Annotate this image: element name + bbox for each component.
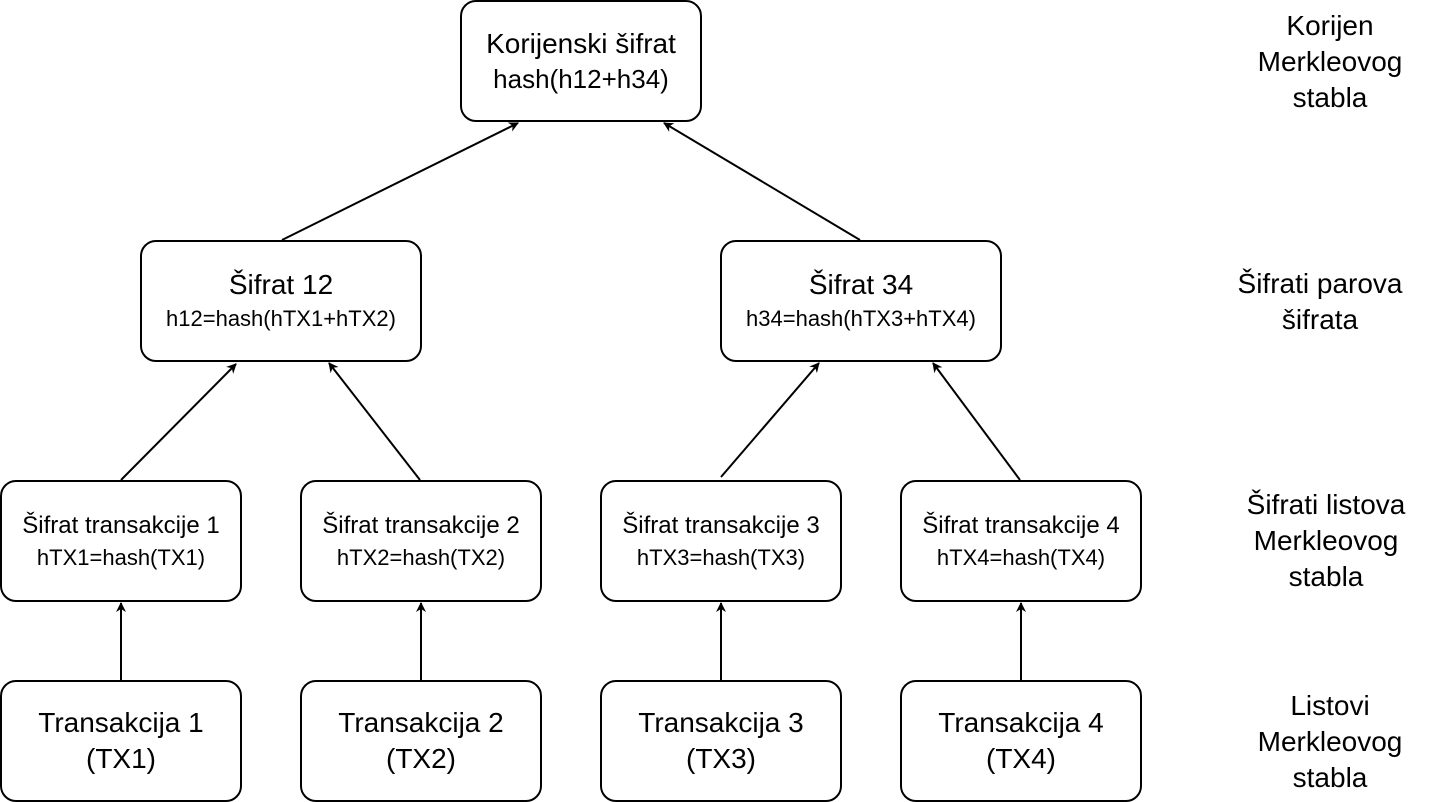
level-label-root: Korijen Merkleovog stabla xyxy=(1257,10,1403,113)
leaf-title: Šifrat transakcije 1 xyxy=(22,512,220,539)
edge-pair12-root xyxy=(281,122,519,241)
tx-node-3: Transakcija 3 (TX3) xyxy=(600,680,842,802)
leaf-formula: hTX2=hash(TX2) xyxy=(336,545,506,570)
tx-title: Transakcija 4 xyxy=(938,707,1104,738)
leaf-formula: hTX1=hash(TX1) xyxy=(36,545,206,570)
edge-leaf3-pair34 xyxy=(720,362,820,478)
leaf-title: Šifrat transakcije 2 xyxy=(322,512,520,539)
level-label-leaves: Šifrati listova Merkleovog stabla xyxy=(1246,489,1406,592)
leaf-title: Šifrat transakcije 4 xyxy=(922,512,1120,539)
leaf-node-1: Šifrat transakcije 1 hTX1=hash(TX1) xyxy=(0,480,242,602)
edge-leaf2-pair12 xyxy=(328,362,421,481)
pair-title: Šifrat 34 xyxy=(808,269,914,300)
leaf-formula: hTX4=hash(TX4) xyxy=(936,545,1106,570)
leaf-node-3: Šifrat transakcije 3 hTX3=hash(TX3) xyxy=(600,480,842,602)
leaf-title: Šifrat transakcije 3 xyxy=(622,512,820,539)
pair-title: Šifrat 12 xyxy=(228,269,334,300)
pair-formula: h12=hash(hTX1+hTX2) xyxy=(166,306,396,331)
tx-code: (TX1) xyxy=(86,743,156,774)
edge-leaf1-pair12 xyxy=(120,363,237,481)
level-label-pairs: Šifrati parova šifrata xyxy=(1237,268,1403,335)
tx-code: (TX3) xyxy=(686,743,756,774)
pair-formula: h34=hash(hTX3+hTX4) xyxy=(746,306,976,331)
tx-title: Transakcija 3 xyxy=(638,707,804,738)
leaf-node-2: Šifrat transakcije 2 hTX2=hash(TX2) xyxy=(300,480,542,602)
leaf-node-4: Šifrat transakcije 4 hTX4=hash(TX4) xyxy=(900,480,1142,602)
root-formula: hash(h12+h34) xyxy=(493,64,669,94)
tx-node-4: Transakcija 4 (TX4) xyxy=(900,680,1142,802)
pair-node-34: Šifrat 34 h34=hash(hTX3+hTX4) xyxy=(720,240,1002,362)
edge-pair34-root xyxy=(663,122,861,241)
root-title: Korijenski šifrat xyxy=(486,28,676,59)
tx-node-2: Transakcija 2 (TX2) xyxy=(300,680,542,802)
level-label-transactions: Listovi Merkleovog stabla xyxy=(1257,690,1403,793)
tx-node-1: Transakcija 1 (TX1) xyxy=(0,680,242,802)
tx-title: Transakcija 1 xyxy=(38,707,204,738)
tx-title: Transakcija 2 xyxy=(338,707,504,738)
tx-code: (TX2) xyxy=(386,743,456,774)
leaf-formula: hTX3=hash(TX3) xyxy=(636,545,806,570)
pair-node-12: Šifrat 12 h12=hash(hTX1+hTX2) xyxy=(140,240,422,362)
tx-code: (TX4) xyxy=(986,743,1056,774)
edge-leaf4-pair34 xyxy=(932,362,1021,481)
root-node: Korijenski šifrat hash(h12+h34) xyxy=(460,0,702,122)
